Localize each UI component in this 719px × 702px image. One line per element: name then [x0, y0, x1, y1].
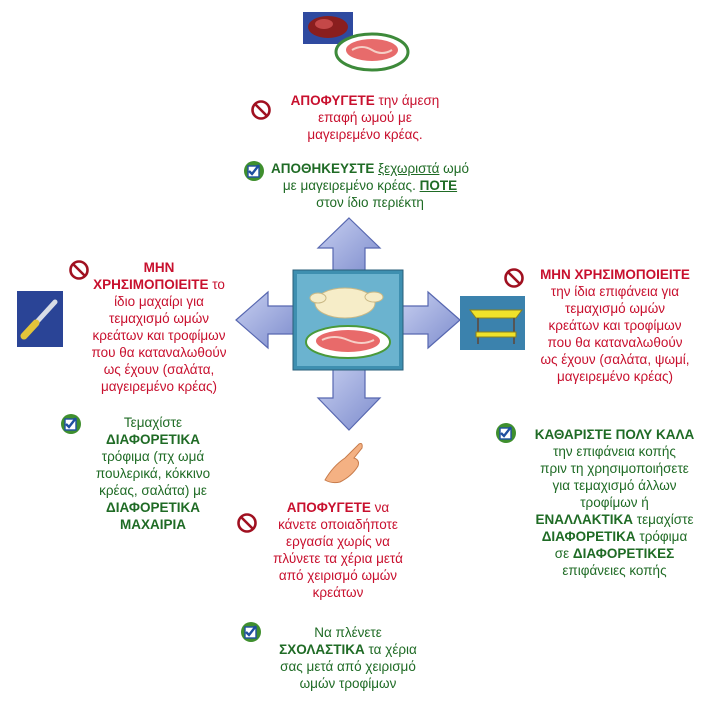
bottom-advice-text: Να πλένετε ΣΧΟΛΑΣΤΙΚΑ τα χέρια σας μετά … [279, 625, 417, 691]
prohibited-icon [69, 260, 89, 280]
bottom-warning-text: ΑΠΟΦΥΓΕΤΕ να κάνετε οποιαδήποτε εργασία … [273, 500, 403, 600]
prohibited-icon [237, 513, 257, 533]
arrow-left [235, 290, 297, 350]
steak-plate-icon [305, 325, 391, 359]
checkmark-icon [244, 161, 264, 181]
cutting-table-image [460, 296, 525, 350]
top-warning-text: ΑΠΟΦΥΓΕΤΕ την άμεση επαφή ωμού με μαγειρ… [290, 93, 440, 142]
top-advice-text: ΑΠΟΘΗΚΕΥΣΤΕ ξεχωριστά ωμό με μαγειρεμένο… [271, 161, 469, 210]
right-warning-text: ΜΗΝ ΧΡΗΣΙΜΟΠΟΙΕΙΤΕ την ίδια επιφάνεια γι… [540, 267, 690, 384]
knife-image [17, 291, 63, 347]
checkmark-icon [496, 423, 516, 443]
meat-plate-image [303, 12, 410, 72]
left-advice-text: Τεμαχίστε ΔΙΑΦΟΡΕΤΙΚΑ τρόφιμα (πχ ωμά πο… [95, 415, 211, 532]
arrow-down [316, 365, 382, 431]
hand-image [324, 443, 363, 484]
arrow-up [316, 217, 382, 277]
checkmark-icon [61, 414, 81, 434]
raw-chicken-icon [309, 287, 384, 319]
right-advice-text: ΚΑΘΑΡΙΣΤΕ ΠΟΛΥ ΚΑΛΑ την επιφάνεια κοπής … [534, 427, 695, 578]
prohibited-icon [504, 268, 524, 288]
checkmark-icon [241, 622, 261, 642]
arrow-right [401, 290, 461, 350]
prohibited-icon [251, 100, 271, 120]
left-warning-text: ΜΗΝ ΧΡΗΣΙΜΟΠΟΙΕΙΤΕ το ίδιο μαχαίρι για τ… [91, 260, 227, 394]
